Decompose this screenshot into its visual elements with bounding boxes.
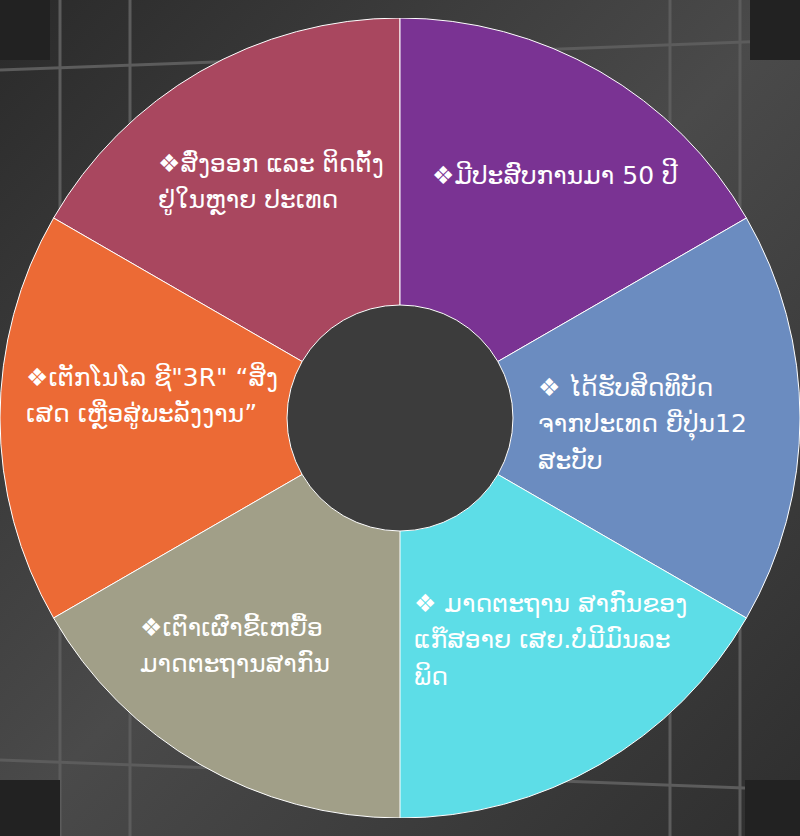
segment-fill xyxy=(400,475,746,819)
segment-text: ❖ເຕົາເຜົາຂີ້ເຫຍື້ອ ມາດຕະຖານສາກົນ xyxy=(140,610,380,683)
text-slot: ❖ ມາດຕະຖານ ສາກົນຂອງແກ໊ສອາຍ ເສຍ.ບໍ່ມີມົນລ… xyxy=(414,586,689,695)
segment-text: ❖ ມາດຕະຖານ ສາກົນຂອງແກ໊ສອາຍ ເສຍ.ບໍ່ມີມົນລ… xyxy=(414,586,689,695)
text-slot: ❖ເຕັກໂນໂລ ຊີ"3R" “ສິ່ງເສດ ເຫຼືອສູ່ພະລັງງ… xyxy=(26,360,288,433)
donut-segment: ❖ ມາດຕະຖານ ສາກົນຂອງແກ໊ສອາຍ ເສຍ.ບໍ່ມີມົນລ… xyxy=(400,474,747,818)
segment-text: ❖ເຕັກໂນໂລ ຊີ"3R" “ສິ່ງເສດ ເຫຼືອສູ່ພະລັງງ… xyxy=(26,360,288,433)
text-slot: ❖ມີປະສົບການມາ 50 ປີ xyxy=(432,158,707,194)
segment-fill xyxy=(54,475,400,819)
donut-segment: ❖ເຕົາເຜົາຂີ້ເຫຍື້ອ ມາດຕະຖານສາກົນ xyxy=(53,474,400,818)
segment-text: ❖ມີປະສົບການມາ 50 ປີ xyxy=(432,158,707,194)
segment-shape xyxy=(53,474,400,818)
hole-fill xyxy=(287,305,513,531)
text-slot: ❖ ໄດ້ຮັບສິດທິບັດ ຈາກປະເທດ ຍີ່ປຸ່ນ12 ສະບັ… xyxy=(538,370,758,479)
segment-text: ❖ ໄດ້ຮັບສິດທິບັດ ຈາກປະເທດ ຍີ່ປຸ່ນ12 ສະບັ… xyxy=(538,370,758,479)
segment-text: ❖ສົ່ງອອກ ແລະ ຕິດຕັ້ງຢູ່ໃນຫຼາຍ ປະເທດ xyxy=(158,146,386,219)
text-slot: ❖ສົ່ງອອກ ແລະ ຕິດຕັ້ງຢູ່ໃນຫຼາຍ ປະເທດ xyxy=(158,146,386,219)
text-slot: ❖ເຕົາເຜົາຂີ້ເຫຍື້ອ ມາດຕະຖານສາກົນ xyxy=(140,610,380,683)
